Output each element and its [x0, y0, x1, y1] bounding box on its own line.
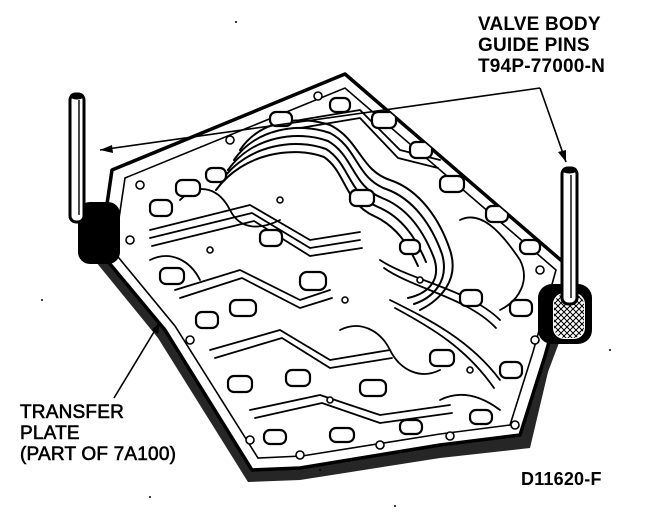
callout-line: T94P-77000-N	[478, 56, 606, 77]
callout-line: VALVE BODY	[478, 14, 601, 35]
guide-pin-right	[560, 166, 579, 306]
hydraulic-passages	[125, 91, 545, 460]
callout-line: PLATE	[20, 423, 80, 445]
guide-pin-left	[68, 92, 86, 224]
callout-line: GUIDE PINS	[478, 35, 590, 56]
leader-lines	[99, 87, 567, 399]
transfer-plate-callout: TRANSFER PLATE (PART OF 7A100)	[20, 402, 177, 466]
print-specks	[41, 21, 611, 507]
guide-pins-callout: VALVE BODY GUIDE PINS T94P-77000-N	[478, 14, 605, 77]
figure-id: D11620-F	[521, 469, 602, 489]
guide-pin-block-right	[538, 284, 592, 344]
callout-line: (PART OF 7A100)	[20, 444, 177, 466]
callout-line: TRANSFER	[20, 402, 124, 424]
guide-pin-block-left	[78, 202, 120, 264]
